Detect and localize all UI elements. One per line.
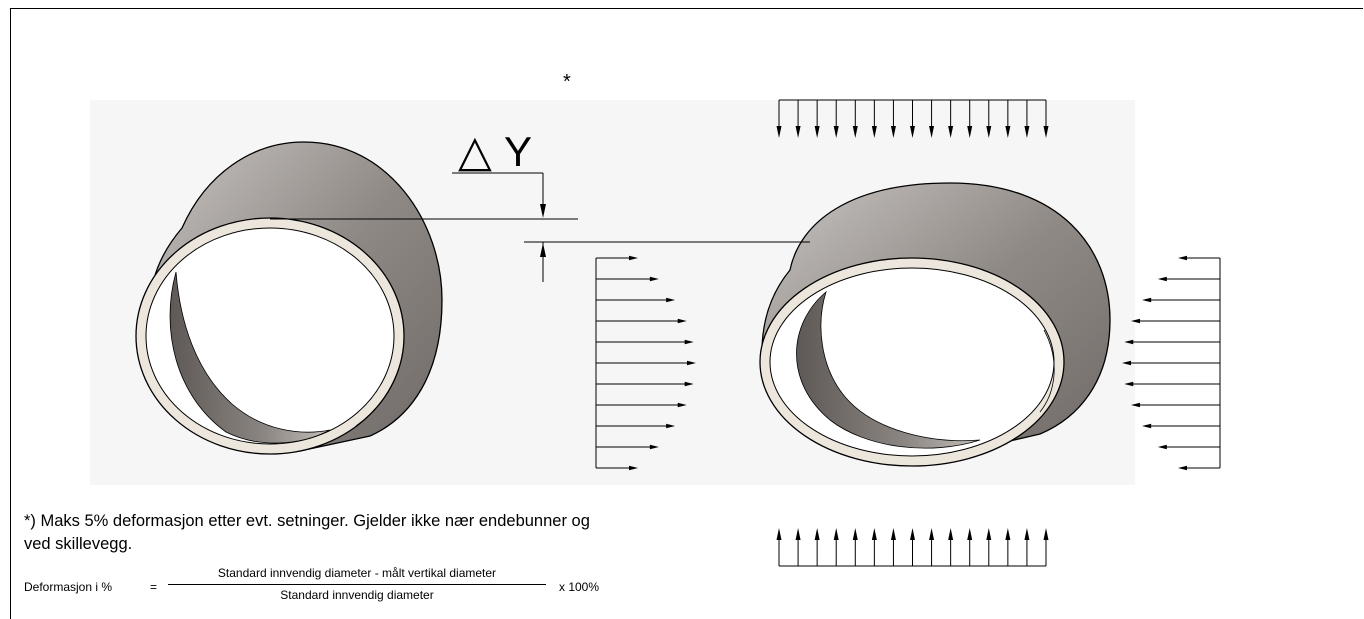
top-load-arrowhead [776, 126, 782, 138]
top-load-arrowhead [1024, 126, 1030, 138]
delta-symbol: △ [458, 126, 492, 177]
right-pressure-arrowhead [1130, 402, 1140, 408]
bottom-load-arrowhead [814, 528, 820, 540]
top-load-arrowhead [890, 126, 896, 138]
asterisk-mark: * [563, 71, 571, 93]
fraction-bar [168, 584, 546, 585]
left-pressure-arrowhead [684, 339, 694, 345]
top-load-arrowhead [852, 126, 858, 138]
pipe-deformed [759, 182, 1111, 467]
formula-denominator: Standard innvendig diameter [280, 588, 434, 602]
footnote: *) Maks 5% deformasjon etter evt. setnin… [24, 510, 724, 556]
top-load-arrowhead [814, 126, 820, 138]
top-load-arrowhead [795, 126, 801, 138]
bottom-load-arrowhead [1024, 528, 1030, 540]
right-pressure-arrowhead [1157, 276, 1167, 282]
left-pressure-arrowhead [684, 381, 694, 387]
formula-numerator: Standard innvendig diameter - målt verti… [217, 566, 497, 580]
top-load-arrowhead [910, 126, 915, 138]
right-pressure-arrowhead [1124, 339, 1134, 345]
left-pressure-arrowhead [677, 318, 687, 324]
pipe-deformed-inner-wall [796, 290, 981, 449]
bottom-load-arrowhead [910, 528, 915, 540]
right-pressure-arrowhead [1142, 423, 1152, 429]
top-load-arrowhead [871, 126, 877, 138]
bottom-load-arrowhead [871, 528, 877, 540]
bottom-load-arrows [776, 528, 1049, 567]
formula-equals: = [150, 580, 158, 594]
left-pressure-arrowhead [677, 402, 687, 408]
top-load-arrowhead [1043, 126, 1049, 138]
left-pressure-arrowhead [666, 423, 676, 429]
delta-y-label: △ Y [458, 126, 532, 177]
formula-lhs: Deformasjon i % [24, 580, 113, 594]
right-pressure-arrowhead [1178, 465, 1187, 471]
top-load-arrowhead [1005, 126, 1011, 138]
right-pressure-arrowhead [1178, 255, 1187, 261]
bottom-load-arrowhead [833, 528, 839, 540]
footnote-line-1: *) Maks 5% deformasjon etter evt. setnin… [24, 512, 590, 530]
left-pressure-arrowhead [649, 444, 659, 450]
delta-y-dimension [270, 172, 810, 282]
top-load-arrowhead [929, 126, 935, 138]
bottom-load-arrowhead [1005, 528, 1011, 540]
pipe-round-inner-wall [169, 271, 331, 444]
left-pressure-arrowhead [666, 297, 676, 303]
bottom-load-arrowhead [929, 528, 935, 540]
bottom-load-arrowhead [890, 528, 896, 540]
bottom-load-arrowhead [776, 528, 782, 540]
delta-variable: Y [504, 128, 532, 175]
left-pressure-arrowhead [629, 255, 638, 261]
bottom-load-arrowhead [967, 528, 973, 540]
bottom-load-arrowhead [1043, 528, 1049, 540]
top-load-arrowhead [986, 126, 992, 138]
right-pressure-arrowhead [1130, 318, 1140, 324]
left-pressure-arrowhead [649, 276, 659, 282]
drawing-frame [10, 8, 1363, 619]
left-pressure-arrowhead [687, 360, 696, 366]
top-load-arrowhead [948, 126, 954, 138]
top-load-arrowhead [833, 126, 839, 138]
bottom-load-arrowhead [795, 528, 801, 540]
bottom-load-arrowhead [852, 528, 858, 540]
right-pressure-arrowhead [1122, 360, 1131, 366]
top-load-arrows [776, 99, 1049, 138]
right-pressure-arrowhead [1124, 381, 1134, 387]
top-load-arrowhead [967, 126, 973, 138]
left-pressure-arrows [595, 255, 696, 471]
formula-multiplier: x 100% [559, 580, 600, 594]
left-pressure-arrowhead [629, 465, 638, 471]
bottom-load-arrowhead [986, 528, 992, 540]
right-pressure-arrowhead [1157, 444, 1167, 450]
footnote-line-2: ved skillevegg. [24, 535, 133, 553]
right-pressure-arrows [1122, 255, 1221, 471]
bottom-load-arrowhead [948, 528, 954, 540]
right-pressure-arrowhead [1142, 297, 1152, 303]
